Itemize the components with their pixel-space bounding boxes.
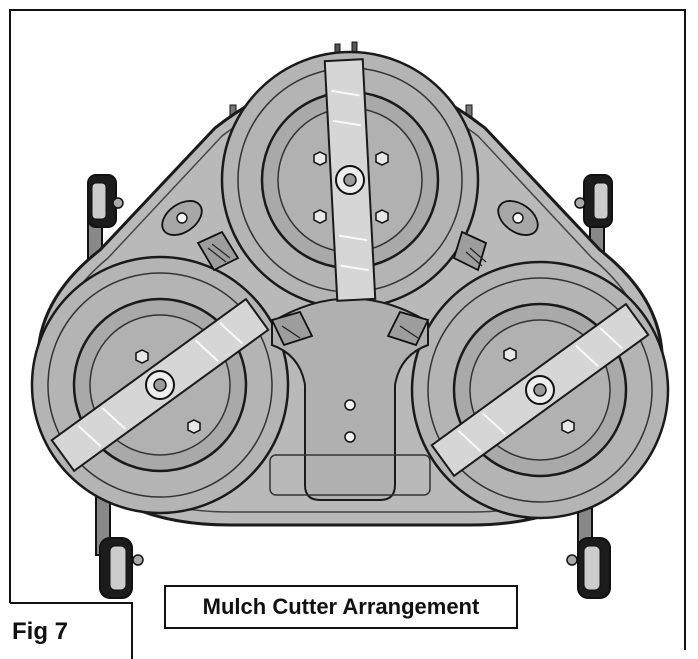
spindle-hub-left	[145, 370, 175, 400]
mower-deck	[30, 41, 670, 599]
spindle-hub-right	[525, 375, 555, 405]
deck-side-tabs	[161, 200, 539, 236]
baffle-brackets	[196, 230, 488, 347]
deck-hole-upper	[344, 399, 356, 411]
figure-number: Fig 7	[12, 618, 69, 645]
spindle-hub-top	[335, 165, 365, 195]
figure-caption: Mulch Cutter Arrangement	[164, 585, 518, 629]
caster-wheel-rear-right	[574, 174, 613, 261]
caster-wheel-front-right	[566, 494, 611, 599]
deck-hole-lower	[344, 431, 356, 443]
caster-wheel-rear-left	[87, 174, 124, 261]
fig-label-bracket	[10, 602, 133, 659]
baffle-bracket-marks	[207, 243, 487, 339]
frame-border	[9, 9, 686, 650]
spindle-bolt-left	[135, 349, 201, 434]
spindle-bolt-right	[503, 347, 575, 434]
caster-wheel-front-left	[95, 494, 144, 599]
spindle-bolt-top	[313, 151, 389, 224]
deck-center-panel	[269, 297, 431, 501]
figure-caption-text: Mulch Cutter Arrangement	[202, 594, 480, 619]
